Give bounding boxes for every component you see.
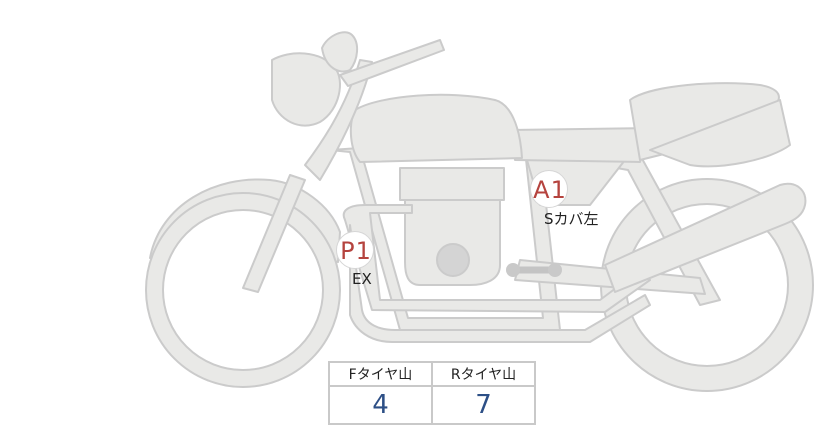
rear-tread-header: Rタイヤ山 (431, 361, 536, 387)
rear-tread-value: 7 (431, 385, 536, 425)
headlight (271, 52, 341, 127)
front-fork (242, 174, 306, 293)
mirror (321, 31, 358, 73)
damage-marker-a1[interactable]: A1 (530, 170, 568, 208)
damage-marker-p1[interactable]: P1 (336, 231, 374, 269)
marker-code: P1 (340, 237, 372, 265)
marker-label: Sカバ左 (544, 210, 599, 228)
front-tread-value: 4 (328, 385, 433, 425)
tire-tread-table: Fタイヤ山 Rタイヤ山 4 7 (328, 361, 536, 425)
front-tread-header: Fタイヤ山 (328, 361, 433, 387)
marker-label: EX (352, 270, 372, 288)
rear-fender (649, 99, 791, 168)
engine (404, 199, 501, 286)
handlebar (339, 39, 445, 87)
fuel-tank (349, 93, 523, 163)
engine-head (399, 167, 505, 201)
marker-code: A1 (533, 176, 567, 204)
muffler (604, 182, 807, 293)
